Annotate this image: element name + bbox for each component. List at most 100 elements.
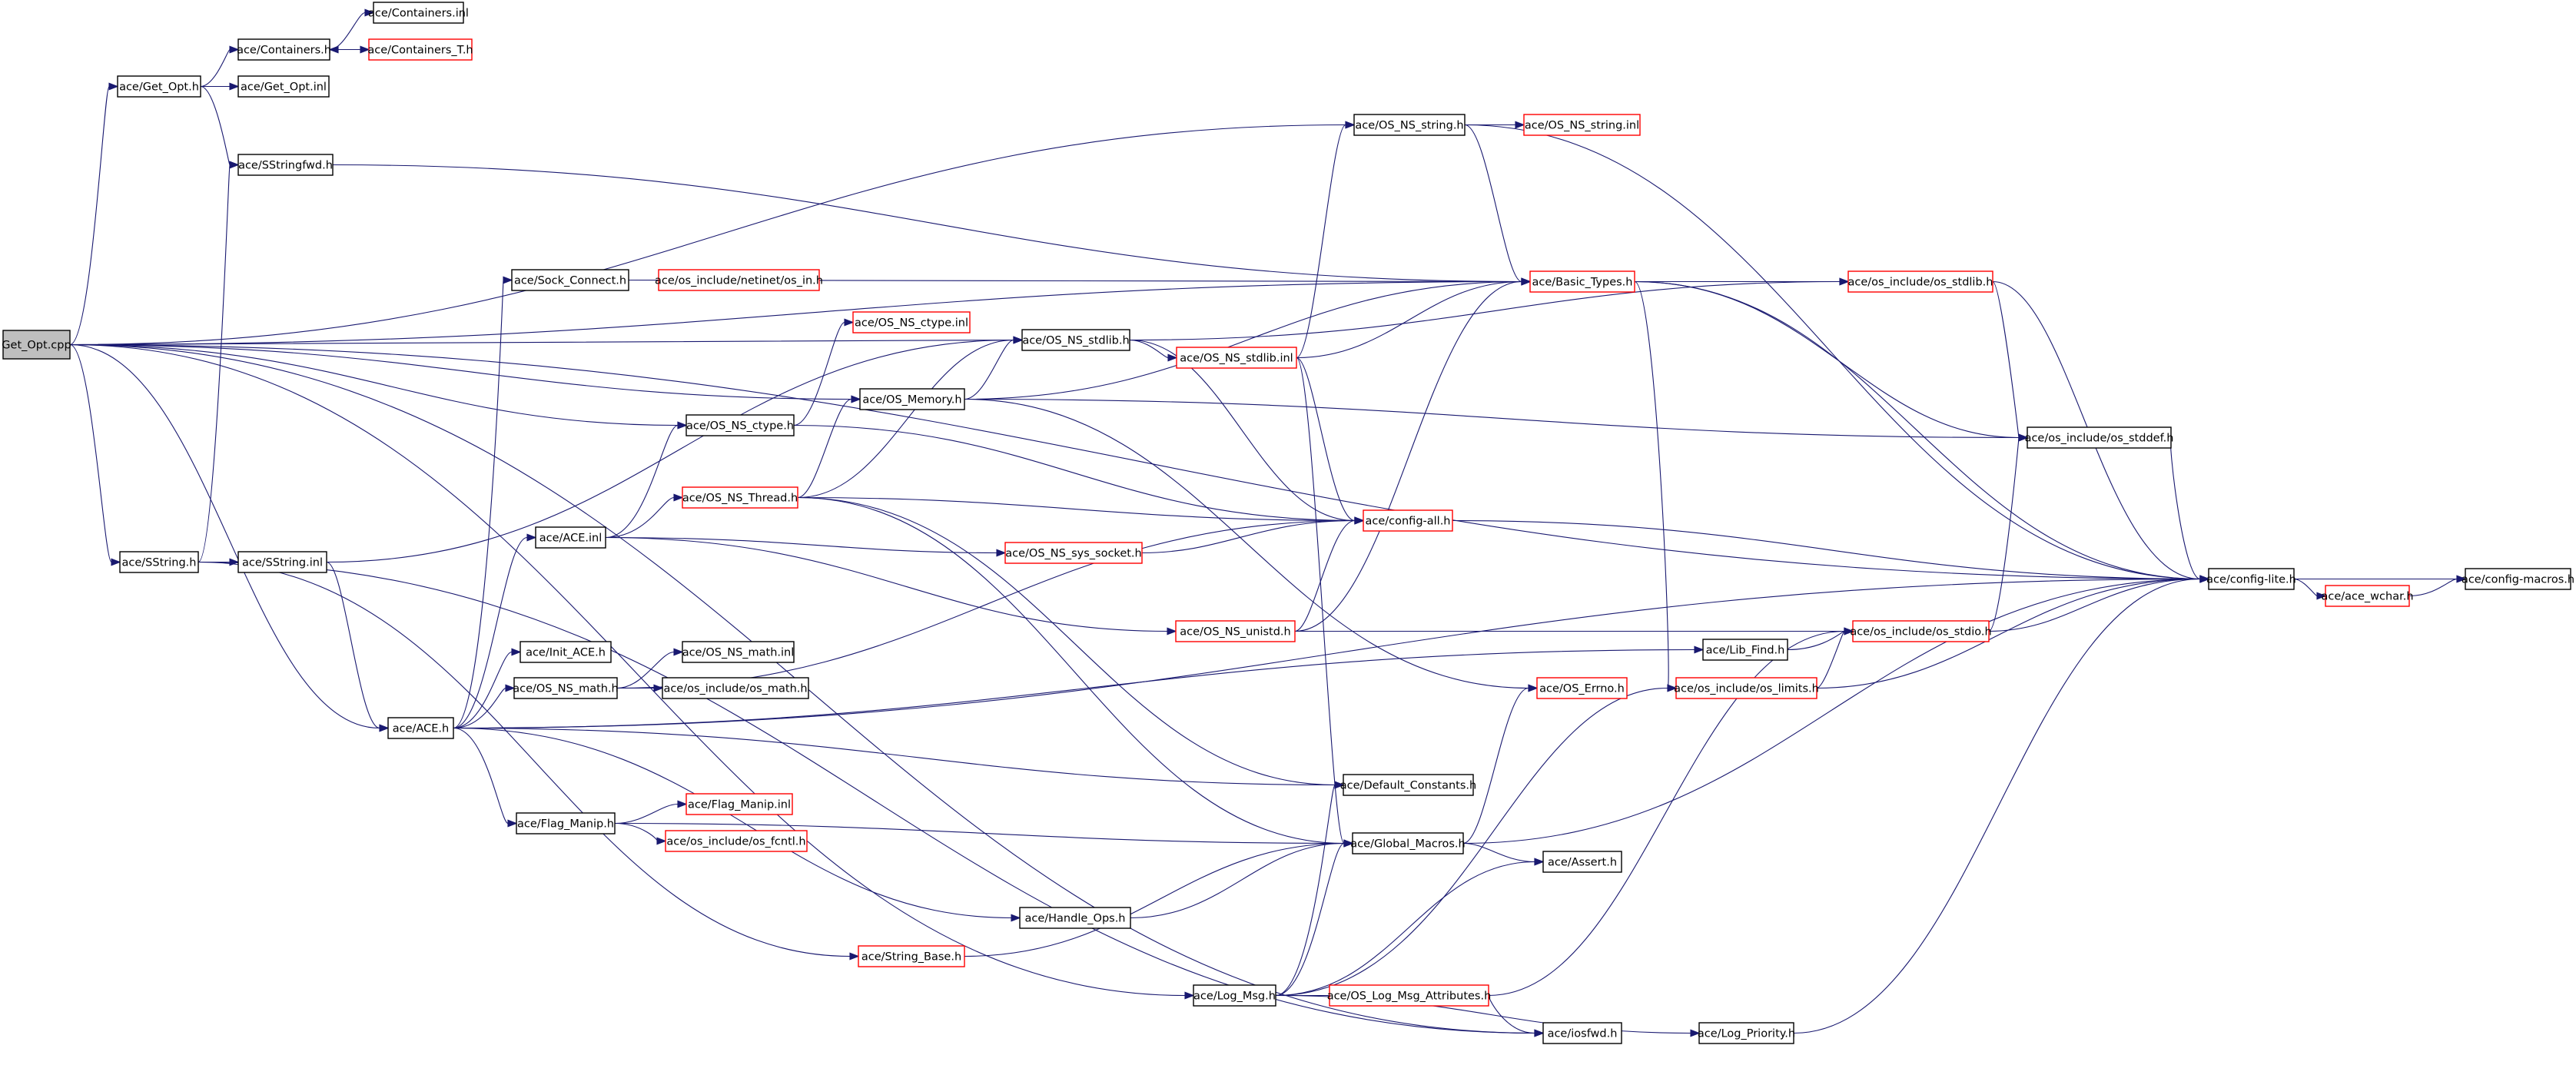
node-box xyxy=(1847,270,1993,293)
node-ace-basic-types-h[interactable]: ace/Basic_Types.h xyxy=(1529,270,1635,293)
edge-line xyxy=(332,164,1522,283)
node-ace-os-include-os-stdio-h[interactable]: ace/os_include/os_stdio.h xyxy=(1850,620,1992,642)
node-ace-os-include-os-stdlib-h[interactable]: ace/os_include/os_stdlib.h xyxy=(1847,270,1993,293)
edge-ace-flag-manip-h-to-ace-os-include-os-fcntl-h xyxy=(614,822,667,845)
node-ace-flag-manip-h[interactable]: ace/Flag_Manip.h xyxy=(516,812,616,834)
arrowhead xyxy=(229,82,240,91)
node-ace-os-ns-stdlib-inl[interactable]: ace/OS_NS_stdlib.inl xyxy=(1176,347,1297,369)
node-ace-ace-h[interactable]: ace/ACE.h xyxy=(387,717,454,739)
node-ace-os-ns-ctype-h[interactable]: ace/OS_NS_ctype.h xyxy=(685,414,795,436)
node-ace-config-lite-h[interactable]: ace/config-lite.h xyxy=(2206,568,2296,590)
node-ace-containers-t-h[interactable]: ace/Containers_T.h xyxy=(367,38,473,61)
edge-line xyxy=(2293,578,2318,597)
edge-ace-sstring-h-to-ace-sstringfwd-h xyxy=(198,161,240,563)
node-ace-config-macros-h[interactable]: ace/config-macros.h xyxy=(2461,568,2574,590)
node-ace-string-base-h[interactable]: ace/String_Base.h xyxy=(858,945,965,967)
node-ace-get-opt-inl[interactable]: ace/Get_Opt.inl xyxy=(237,75,330,98)
node-ace-handle-ops-h[interactable]: ace/Handle_Ops.h xyxy=(1019,907,1131,929)
edge-layer xyxy=(69,8,2467,1037)
node-label: Get_Opt.cpp xyxy=(2,340,71,352)
node-box xyxy=(1176,347,1297,369)
node-label: ace/OS_NS_Thread.h xyxy=(682,493,798,505)
edge-line xyxy=(1129,339,1356,522)
node-ace-sstring-inl[interactable]: ace/SString.inl xyxy=(237,551,327,573)
edge-line xyxy=(329,12,366,51)
node-label: ace/Get_Opt.inl xyxy=(241,81,327,94)
node-box xyxy=(1004,542,1143,564)
node-ace-os-log-msg-attributes-h[interactable]: ace/OS_Log_Msg_Attributes.h xyxy=(1327,984,1492,1007)
node-ace-global-macros-h[interactable]: ace/Global_Macros.h xyxy=(1350,832,1466,854)
node-ace-log-priority-h[interactable]: ace/Log_Priority.h xyxy=(1698,1022,1795,1044)
node-label: ace/Containers_T.h xyxy=(367,45,473,57)
node-ace-init-ace-h[interactable]: ace/Init_ACE.h xyxy=(520,641,612,663)
edge-ace-log-msg-h-to-ace-global-macros-h xyxy=(1275,839,1354,997)
edge-get-opt-cpp-to-ace-get-opt-h xyxy=(69,82,119,346)
node-box xyxy=(387,717,454,739)
node-label: ace/OS_Memory.h xyxy=(862,394,961,406)
node-ace-flag-manip-inl[interactable]: ace/Flag_Manip.inl xyxy=(685,793,793,815)
node-ace-os-memory-h[interactable]: ace/OS_Memory.h xyxy=(859,388,965,410)
arrowhead xyxy=(1534,1029,1545,1037)
node-ace-os-include-os-math-h[interactable]: ace/os_include/os_math.h xyxy=(662,677,809,699)
node-ace-os-ns-thread-h[interactable]: ace/OS_NS_Thread.h xyxy=(682,486,798,509)
node-ace-os-ns-unistd-h[interactable]: ace/OS_NS_unistd.h xyxy=(1175,620,1296,642)
node-ace-containers-h[interactable]: ace/Containers.h xyxy=(237,38,331,61)
arrowhead xyxy=(1184,991,1195,1000)
node-ace-os-errno-h[interactable]: ace/OS_Errno.h xyxy=(1536,677,1628,699)
node-label: ace/config-macros.h xyxy=(2461,574,2574,586)
node-box xyxy=(513,677,618,699)
node-ace-os-ns-sys-socket-h[interactable]: ace/OS_NS_sys_socket.h xyxy=(1004,542,1143,564)
arrowhead xyxy=(526,533,537,542)
node-ace-os-include-netinet-os-in-h[interactable]: ace/os_include/netinet/os_in.h xyxy=(655,269,823,291)
node-ace-containers-inl[interactable]: ace/Containers.inl xyxy=(368,2,469,24)
node-ace-default-constants-h[interactable]: ace/Default_Constants.h xyxy=(1340,774,1476,796)
node-ace-assert-h[interactable]: ace/Assert.h xyxy=(1542,851,1622,873)
node-label: ace/SString.h xyxy=(122,557,197,569)
node-ace-os-ns-string-h[interactable]: ace/OS_NS_string.h xyxy=(1353,114,1466,136)
node-ace-os-ns-math-h[interactable]: ace/OS_NS_math.h xyxy=(513,677,619,699)
arrowhead xyxy=(1343,839,1354,848)
edge-line xyxy=(1275,842,1345,997)
node-ace-os-ns-string-inl[interactable]: ace/OS_NS_string.inl xyxy=(1523,114,1641,136)
edge-line xyxy=(1464,124,1522,283)
node-label: ace/os_include/os_stdio.h xyxy=(1850,626,1991,639)
node-label: ace/iosfwd.h xyxy=(1548,1028,1618,1040)
node-ace-lib-find-h[interactable]: ace/Lib_Find.h xyxy=(1702,639,1788,661)
edge-ace-sstring-inl-to-ace-os-ns-stdlib-h xyxy=(326,336,1024,563)
node-label: ace/OS_NS_string.h xyxy=(1355,120,1463,132)
arrowhead xyxy=(1167,353,1178,362)
node-ace-get-opt-h[interactable]: ace/Get_Opt.h xyxy=(117,75,201,98)
node-ace-ace-wchar-h[interactable]: ace/ace_wchar.h xyxy=(2321,585,2414,607)
node-ace-iosfwd-h[interactable]: ace/iosfwd.h xyxy=(1542,1022,1622,1044)
arrowhead xyxy=(851,395,861,403)
node-ace-sock-connect-h[interactable]: ace/Sock_Connect.h xyxy=(511,269,629,291)
node-label: ace/OS_NS_math.h xyxy=(513,683,619,695)
arrowhead xyxy=(364,8,375,17)
node-ace-ace-inl[interactable]: ace/ACE.inl xyxy=(535,526,606,549)
edge-ace-config-all-h-to-ace-config-lite-h xyxy=(1452,519,2210,583)
node-ace-sstringfwd-h[interactable]: ace/SStringfwd.h xyxy=(237,154,334,176)
node-ace-config-all-h[interactable]: ace/config-all.h xyxy=(1363,509,1453,532)
edge-line xyxy=(793,321,845,426)
edge-line xyxy=(797,496,1356,522)
edge-line xyxy=(198,561,851,957)
node-box xyxy=(2,330,71,360)
node-box xyxy=(511,269,629,291)
node-label: ace/SString.inl xyxy=(242,557,323,569)
arrowhead xyxy=(111,558,121,566)
node-ace-os-include-os-fcntl-h[interactable]: ace/os_include/os_fcntl.h xyxy=(665,830,808,852)
node-box xyxy=(662,677,809,699)
node-ace-os-include-os-limits-h[interactable]: ace/os_include/os_limits.h xyxy=(1674,677,1819,699)
edge-ace-os-ns-thread-h-to-ace-default-constants-h xyxy=(797,496,1345,789)
node-box xyxy=(852,311,971,333)
edge-line xyxy=(797,339,1014,499)
node-ace-sstring-h[interactable]: ace/SString.h xyxy=(119,551,199,573)
node-ace-os-ns-stdlib-h[interactable]: ace/OS_NS_stdlib.h xyxy=(1021,329,1130,351)
node-ace-log-msg-h[interactable]: ace/Log_Msg.h xyxy=(1193,984,1276,1007)
edge-ace-global-macros-h-to-ace-os-errno-h xyxy=(1462,684,1539,844)
edge-line xyxy=(69,124,1346,346)
node-ace-os-include-os-stddef-h[interactable]: ace/os_include/os_stddef.h xyxy=(2025,426,2174,449)
node-layer: Get_Opt.cpp ace/Get_Opt.h ace/Containers.h… xyxy=(2,2,2574,1044)
node-ace-os-ns-math-inl[interactable]: ace/OS_NS_math.inl xyxy=(682,641,795,663)
node-ace-os-ns-ctype-inl[interactable]: ace/OS_NS_ctype.inl xyxy=(852,311,971,333)
